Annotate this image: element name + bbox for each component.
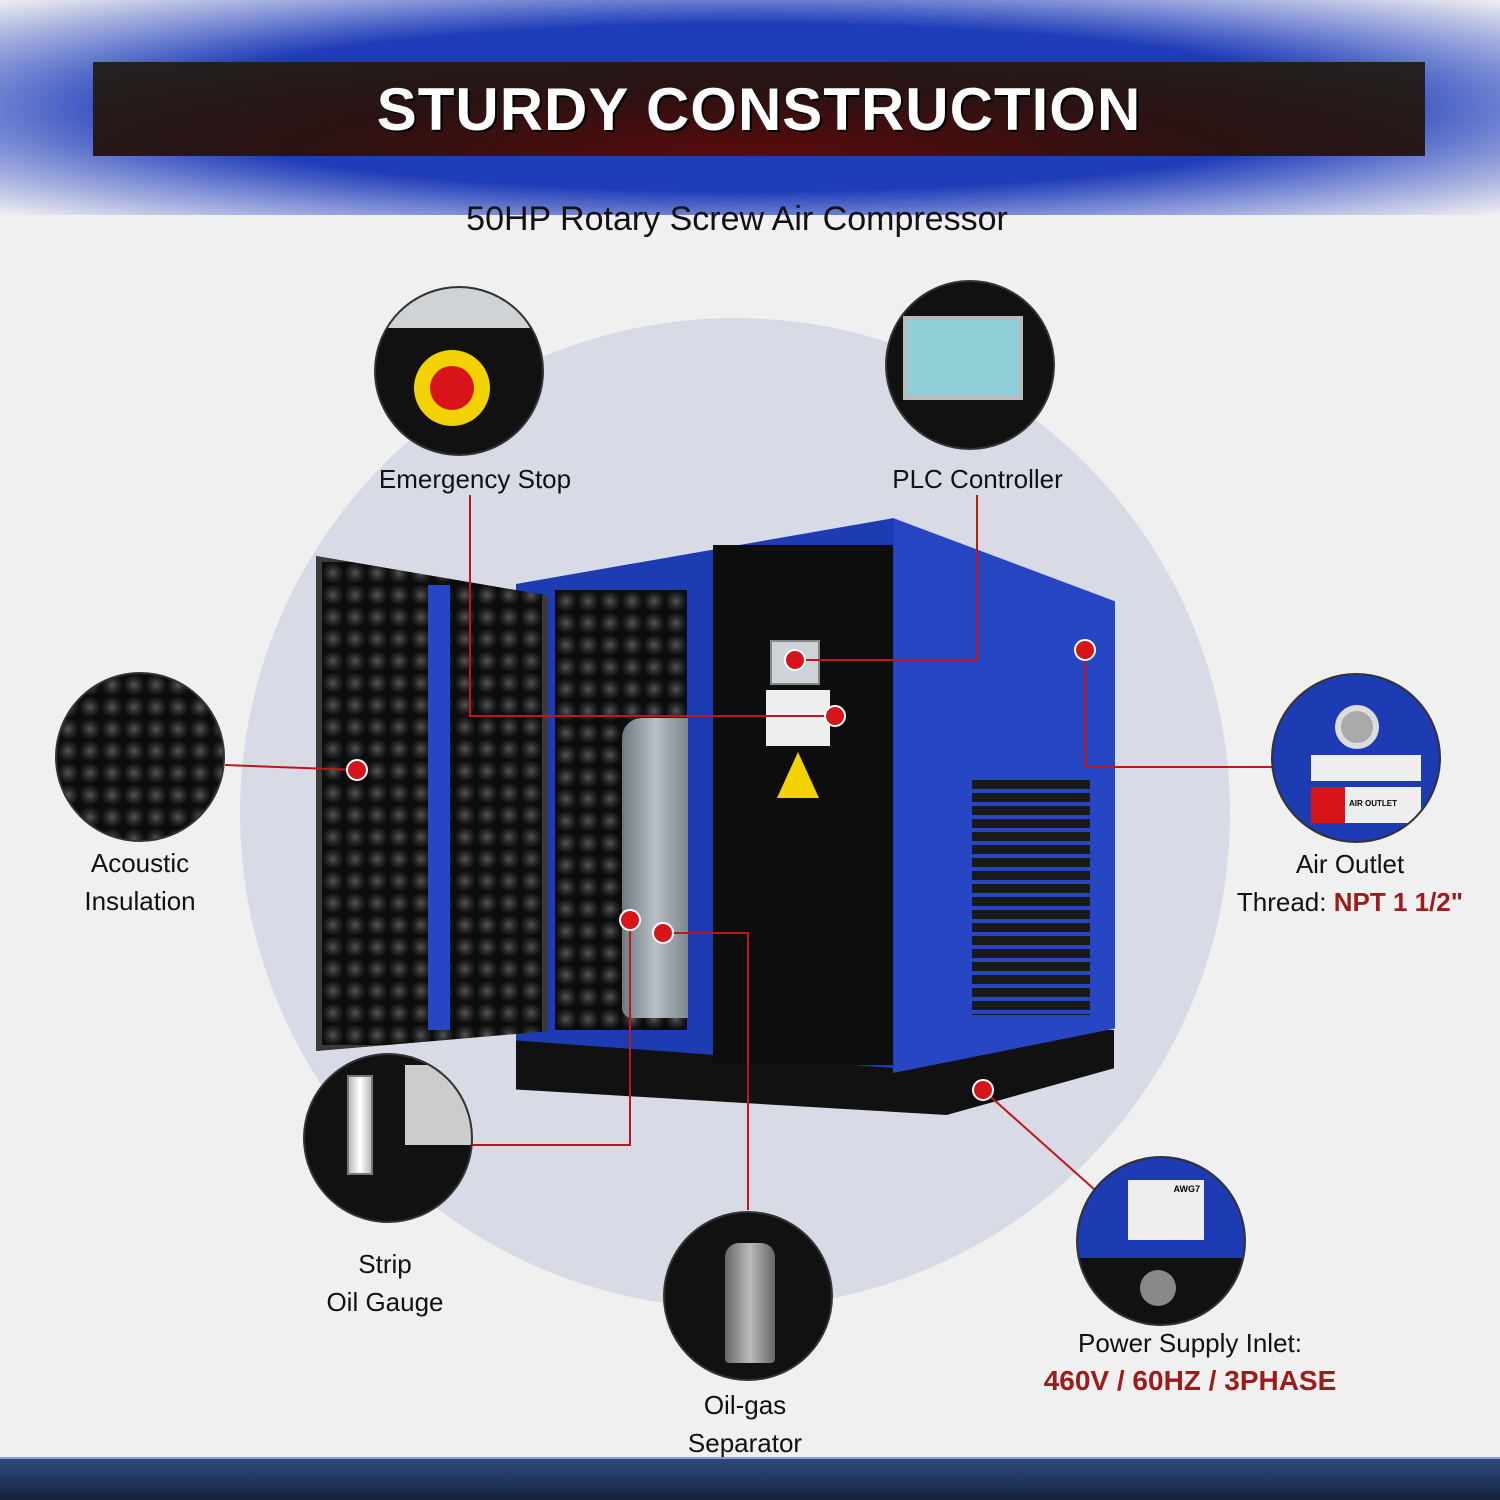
controller-screen-icon [903, 316, 1023, 400]
title-banner: STURDY CONSTRUCTION [93, 62, 1425, 156]
air-outlet-label-line1: Air Outlet [1295, 849, 1405, 879]
power-supply-label: Power Supply Inlet: 460V / 60HZ / 3PHASE [1000, 1324, 1380, 1400]
oil-gauge-callout [303, 1053, 473, 1223]
vent-grille [972, 780, 1090, 1015]
footer-bar [0, 1457, 1500, 1500]
warning-label [766, 690, 830, 746]
separator-label-line2: Separator [687, 1428, 803, 1458]
subtitle: 50HP Rotary Screw Air Compressor [466, 200, 1008, 238]
emergency-stop-label: Emergency Stop [378, 464, 572, 494]
acoustic-label-line2: Insulation [84, 886, 196, 916]
marker-power [972, 1079, 994, 1101]
air-outlet-icon [1335, 705, 1379, 749]
power-value: 460V / 60HZ / 3PHASE [1043, 1365, 1337, 1396]
oil-gauge-icon [347, 1075, 373, 1175]
air-outlet-line [1084, 650, 1272, 768]
marker-plc [784, 649, 806, 671]
separator-tank [622, 718, 688, 1018]
power-line [982, 1089, 1096, 1191]
air-outlet-badge: AIR OUTLET [1311, 787, 1421, 823]
separator-line [663, 932, 749, 1210]
plc-line [795, 495, 978, 661]
power-badge: AWG7 [1128, 1180, 1204, 1240]
control-panel [770, 640, 820, 685]
emergency-stop-icon [414, 350, 490, 426]
marker-air-outlet [1074, 639, 1096, 661]
acoustic-insulation-callout [55, 672, 225, 842]
separator-label-line1: Oil-gas [703, 1390, 787, 1420]
air-outlet-callout: AIR OUTLET [1271, 673, 1441, 843]
power-inlet-icon [1140, 1270, 1176, 1306]
marker-acoustic [346, 759, 368, 781]
oil-gauge-line [472, 920, 631, 1146]
separator-icon [725, 1243, 775, 1363]
front-door [713, 545, 893, 1065]
power-label-line1: Power Supply Inlet: [1077, 1328, 1302, 1358]
acoustic-line [224, 764, 358, 771]
emergency-stop-line [469, 495, 835, 717]
door-stripe [428, 585, 450, 1030]
plc-label: PLC Controller [892, 464, 1063, 494]
page-title: STURDY CONSTRUCTION [376, 75, 1142, 143]
thread-value: NPT 1 1/2" [1333, 887, 1464, 917]
thread-label: Thread: [1236, 887, 1334, 917]
emergency-stop-callout [374, 286, 544, 456]
oil-gauge-label-line1: Strip [358, 1249, 412, 1279]
plc-callout [885, 280, 1055, 450]
oil-gauge-label-line2: Oil Gauge [326, 1287, 444, 1317]
marker-oil-gauge [619, 909, 641, 931]
acoustic-label-line1: Acoustic [90, 848, 190, 878]
marker-emergency-stop [824, 705, 846, 727]
separator-callout [663, 1211, 833, 1381]
power-supply-callout: AWG7 [1076, 1156, 1246, 1326]
marker-separator [652, 922, 674, 944]
